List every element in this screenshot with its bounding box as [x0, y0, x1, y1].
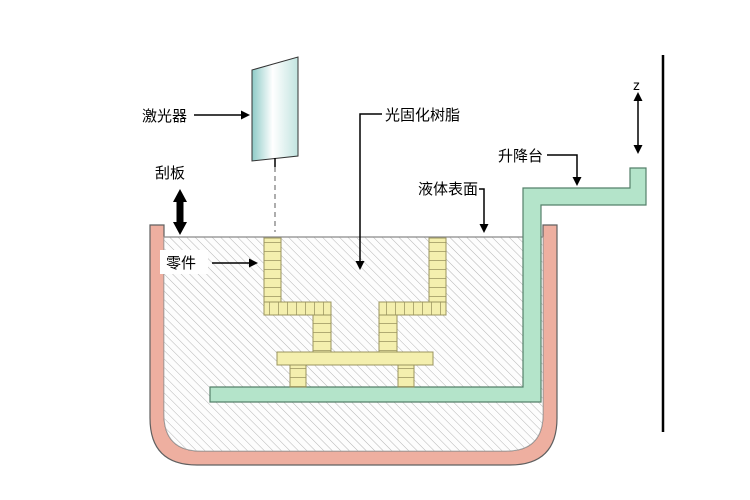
part-left-step [263, 301, 332, 316]
elevator-platform [209, 167, 647, 403]
elevator-label: 升降台 [498, 148, 543, 165]
resin-label: 光固化树脂 [385, 107, 460, 124]
part-left-tower [263, 237, 282, 303]
laser-arrow [194, 110, 250, 120]
elevator-arrow [547, 154, 582, 186]
part-arrow [212, 258, 258, 268]
liquid-surface-label: 液体表面 [418, 181, 478, 198]
laser-label: 激光器 [142, 108, 187, 125]
part-label-bg [160, 250, 208, 274]
z-axis-arrow [633, 92, 643, 154]
part-base-bar [276, 351, 434, 366]
resin-arrow [355, 113, 382, 270]
part-left-leg [289, 364, 307, 388]
part-right-column [378, 314, 398, 353]
scraper-label: 刮板 [155, 164, 185, 182]
scraper-symbol [173, 189, 187, 235]
z-axis-label: z [633, 77, 640, 93]
part-left-column [312, 314, 332, 353]
liquid-surface-arrow [479, 188, 489, 233]
laser-body [251, 56, 299, 162]
part-workpiece [263, 237, 447, 388]
liquid-resin [163, 236, 544, 452]
part-right-step [378, 301, 447, 316]
part-right-leg [397, 364, 415, 388]
part-label: 零件 [166, 255, 196, 272]
part-right-tower [428, 237, 447, 303]
